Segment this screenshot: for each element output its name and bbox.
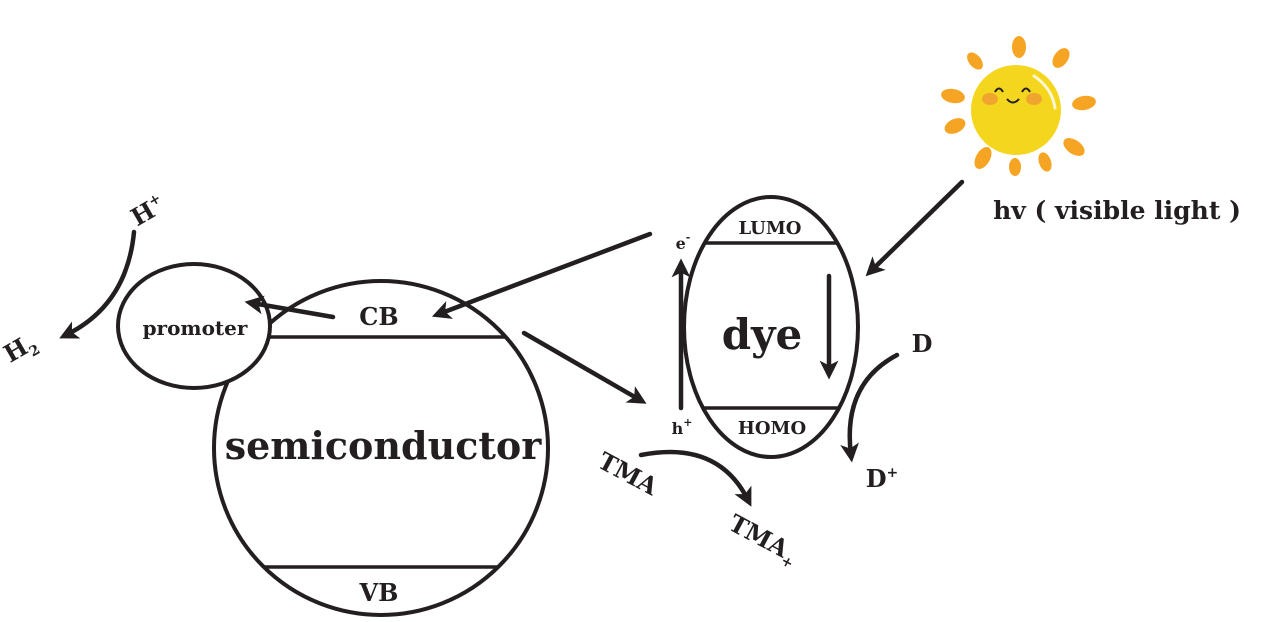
smiling-sun-icon: [941, 36, 1096, 176]
electron-transfer-arrow: [521, 330, 647, 404]
vb-label: VB: [359, 578, 399, 607]
oxidized-donor-label: D+: [866, 464, 899, 493]
donor-label: D: [912, 329, 933, 358]
dye-label: dye: [722, 310, 803, 359]
proton-reduction-arrow: [59, 229, 137, 339]
h-plus-label: H+: [126, 189, 170, 231]
h2-label: H2: [0, 327, 43, 372]
cb-to-promoter-arrow: [244, 295, 336, 320]
dye-molecule: LUMO HOMO dye: [682, 195, 860, 459]
svg-text:H2: H2: [0, 327, 43, 372]
tma-oxidation-arrow: [638, 449, 752, 507]
arrows: [59, 179, 965, 507]
lumo-label: LUMO: [739, 218, 802, 239]
electron-label: e-: [676, 231, 691, 253]
tma-plus-label: TMA+: [722, 508, 804, 572]
svg-text:TMA+: TMA+: [722, 508, 804, 572]
visible-light-label: hv ( visible light ): [993, 196, 1241, 225]
semiconductor-label: semiconductor: [225, 423, 543, 468]
promoter-label: promoter: [143, 316, 248, 340]
svg-text:H+: H+: [126, 189, 170, 231]
homo-label: HOMO: [738, 418, 806, 439]
promoter-particle: promoter: [116, 262, 272, 390]
hole-label: h+: [672, 416, 693, 438]
light-absorption-arrow: [865, 179, 965, 277]
electron-injection-arrow: [431, 231, 653, 319]
semiconductor-particle: CB VB semiconductor: [212, 279, 550, 617]
donor-oxidation-arrow: [840, 352, 900, 463]
cb-label: CB: [359, 302, 398, 331]
